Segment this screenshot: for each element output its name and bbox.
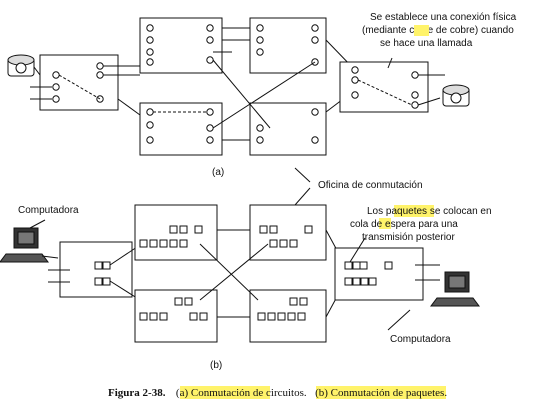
packet-office-bottom-left (134, 289, 218, 343)
switching-office-label: Oficina de conmutación (318, 180, 423, 191)
highlight (394, 205, 434, 217)
caption-highlight (180, 386, 270, 399)
caption-part-a: (a) Conmutación de circuitos. (176, 387, 307, 399)
highlight (379, 218, 391, 229)
packet-office-right (334, 247, 440, 301)
packet-annotation-line-1: Los paquetes se colocan en (367, 206, 492, 217)
switching-office-bottom-right (249, 102, 327, 156)
right-computer-label: Computadora (390, 334, 451, 345)
circuit-annotation-line-2: (mediante cable de cobre) cuando (362, 25, 514, 36)
packet-office-top-right (249, 204, 327, 261)
label-a: (a) (212, 167, 224, 178)
circuit-annotation-line-3: se hace una llamada (380, 38, 473, 49)
packet-annotation-line-2: cola de espera para una (350, 219, 458, 230)
circuit-switching-diagram (7, 17, 470, 156)
label-b: (b) (210, 360, 222, 371)
figure-caption: Figura 2-38. (a) Conmutación de circuito… (108, 383, 447, 400)
packet-office-bottom-right (249, 289, 327, 343)
left-telephone-icon (7, 54, 35, 77)
figure-number: Figura 2-38. (108, 387, 166, 399)
caption-part-b: (b) Conmutación de paquetes. (315, 387, 447, 399)
packet-annotation-line-3: transmisión posterior (362, 232, 455, 243)
right-computer-icon (430, 271, 480, 307)
packet-office-left (48, 241, 141, 301)
right-telephone-icon (442, 84, 470, 107)
switching-office-top-right (249, 17, 327, 74)
left-computer-icon (0, 227, 49, 263)
switching-office-left (30, 54, 141, 116)
circuit-annotation-line-1: Se establece una conexión física (370, 12, 517, 23)
highlight (414, 25, 429, 36)
packet-office-top-left (134, 204, 218, 261)
switching-office-top-left (139, 17, 223, 74)
switching-office-bottom-left (139, 102, 223, 156)
caption-highlight (316, 386, 446, 399)
switching-office-right (339, 61, 445, 113)
packet-switching-diagram (0, 204, 480, 343)
left-computer-label: Computadora (18, 205, 79, 216)
